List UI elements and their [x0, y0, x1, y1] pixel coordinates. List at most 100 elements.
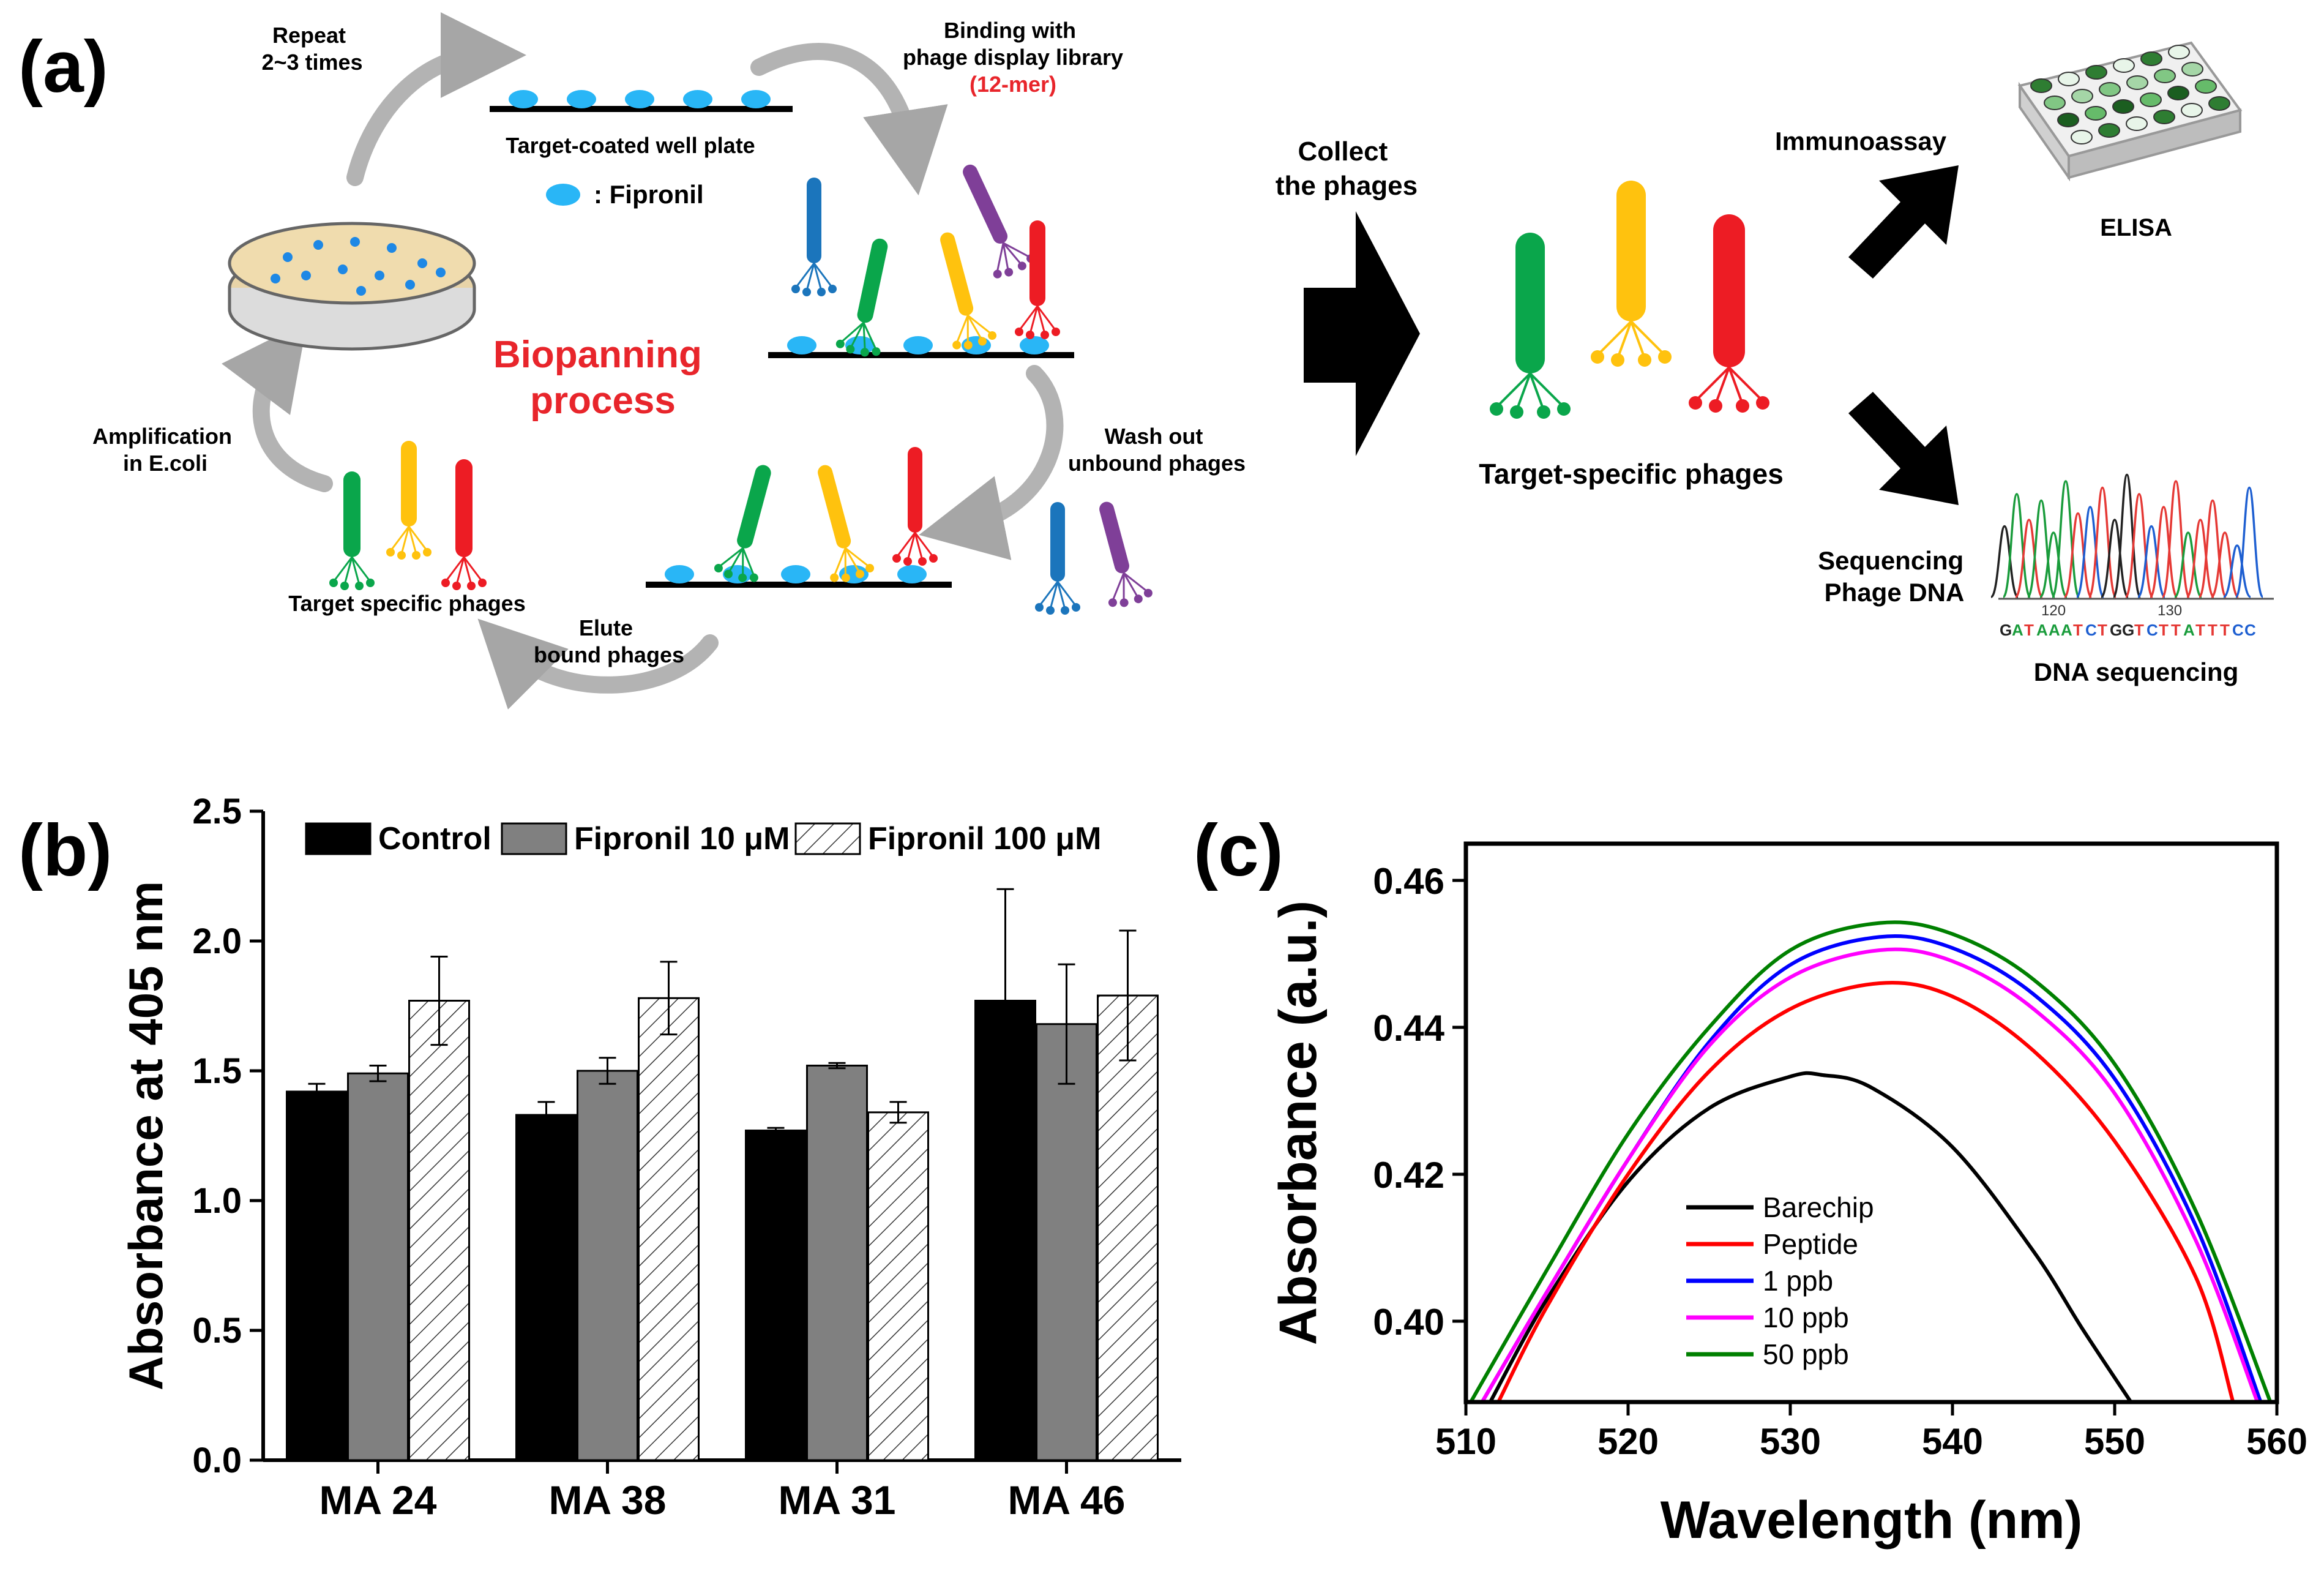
dna-base: G — [2122, 621, 2134, 639]
y-tick-label: 0.40 — [1373, 1302, 1444, 1343]
dna-base: T — [2171, 621, 2181, 639]
dna-base: T — [2134, 621, 2144, 639]
collect-label: Collect the phages — [1276, 137, 1418, 201]
phage-yellow — [940, 232, 997, 350]
trace-peak — [2027, 499, 2056, 598]
y-tick-label: 0.44 — [1373, 1008, 1444, 1049]
dna-base: A — [2061, 621, 2072, 639]
trace-peak — [2210, 531, 2240, 598]
amplification-label: Amplification in E.coli — [92, 424, 238, 476]
trace-peak — [2198, 499, 2227, 598]
immunoassay-arrow — [1848, 165, 1959, 279]
trace-peak — [1990, 525, 2019, 598]
elisa-well — [2153, 110, 2175, 124]
y-tick-label: 0.5 — [192, 1311, 242, 1351]
dna-base: C — [2244, 621, 2256, 639]
series-line — [1469, 920, 2273, 1402]
trace-peak — [2149, 506, 2178, 598]
elisa-well — [2126, 75, 2148, 90]
elisa-well — [2208, 96, 2230, 111]
elisa-label: ELISA — [2100, 214, 2172, 241]
legend-label: Barechip — [1763, 1191, 1874, 1223]
petri-dish-icon — [228, 222, 476, 351]
legend-swatch — [501, 822, 567, 855]
elisa-well — [2181, 103, 2203, 118]
bar — [408, 1000, 470, 1461]
elisa-well — [2112, 99, 2134, 114]
binding-plate — [768, 164, 1074, 358]
elisa-well — [2140, 51, 2162, 66]
dna-base: A — [2036, 621, 2048, 639]
trace-peak — [2186, 519, 2215, 598]
target-specific-left-label: Target specific phages — [288, 591, 525, 616]
fipronil-icon — [546, 184, 580, 206]
dna-trace: 120 130 — [1990, 473, 2274, 619]
dna-base: T — [2073, 621, 2083, 639]
trace-peak — [2137, 525, 2166, 598]
elisa-well — [2154, 69, 2176, 83]
trace-peak — [2112, 473, 2142, 598]
elisa-well — [2085, 106, 2107, 121]
trace-peak — [2014, 519, 2044, 598]
series-line — [1480, 947, 2260, 1402]
bar — [867, 1111, 929, 1461]
elisa-well — [2099, 82, 2121, 97]
dna-seq-label: DNA sequencing — [2034, 658, 2238, 686]
elisa-plate-icon — [2017, 41, 2243, 182]
elisa-well — [2181, 62, 2203, 77]
y-tick-label: 1.0 — [192, 1181, 242, 1221]
y-tick-label: 0.42 — [1373, 1155, 1444, 1196]
y-tick-label: 0.46 — [1373, 861, 1444, 902]
legend-label: Control — [378, 821, 491, 857]
trace-peak — [2063, 512, 2093, 598]
legend-label: 50 ppb — [1763, 1338, 1849, 1370]
trace-peak — [2124, 493, 2154, 598]
target-specific-phages-left: Target specific phages — [288, 441, 526, 616]
target-specific-phages-right: Target-specific phages — [1479, 181, 1784, 490]
y-tick-label: 0.0 — [192, 1441, 242, 1480]
panel-a-label: (a) — [18, 26, 108, 108]
phage-blue — [791, 178, 837, 296]
bar — [286, 1090, 348, 1461]
legend-label: 10 ppb — [1763, 1302, 1849, 1333]
phage-green — [835, 238, 888, 357]
elisa-well — [2058, 72, 2080, 86]
elisa-well — [2071, 89, 2093, 103]
trace-peak — [2088, 486, 2117, 598]
dna-base: T — [2220, 621, 2230, 639]
x-axis-label: Wavelength (nm) — [1661, 1491, 2083, 1550]
dna-base: T — [2195, 621, 2205, 639]
trace-pos-130: 130 — [2158, 602, 2182, 619]
bar — [577, 1070, 638, 1461]
series-line — [1480, 934, 2263, 1402]
legend-swatch — [794, 822, 861, 855]
y-axis-label: Absorbance (a.u.) — [1269, 901, 1328, 1345]
trace-peak — [2235, 486, 2264, 598]
bound-plate — [646, 447, 952, 588]
dna-base: G — [2000, 621, 2012, 639]
x-tick-label: MA 38 — [549, 1477, 667, 1523]
trace-peak — [2076, 506, 2105, 598]
x-tick-label: 530 — [1760, 1421, 1821, 1462]
panel-a: (a) Repeat 2~3 times Target-coated well … — [18, 12, 2274, 710]
elisa-well — [2168, 45, 2190, 59]
bar — [745, 1130, 807, 1461]
phage-red — [1015, 220, 1060, 339]
panel-b-label: (b) — [18, 809, 112, 891]
x-tick-label: 550 — [2084, 1421, 2145, 1462]
sequencing-arrow — [1848, 392, 1959, 505]
x-tick-label: 520 — [1597, 1421, 1659, 1462]
trace-peak — [2223, 544, 2251, 598]
bar — [1036, 1023, 1097, 1461]
trace-peak — [2002, 493, 2031, 598]
x-tick-label: MA 46 — [1008, 1477, 1126, 1523]
bar — [638, 997, 700, 1461]
y-axis-label: Absorbance at 405 nm — [119, 881, 173, 1390]
trace-peak — [2039, 531, 2068, 598]
elisa-well — [2113, 58, 2135, 73]
target-specific-right-label: Target-specific phages — [1479, 458, 1784, 490]
